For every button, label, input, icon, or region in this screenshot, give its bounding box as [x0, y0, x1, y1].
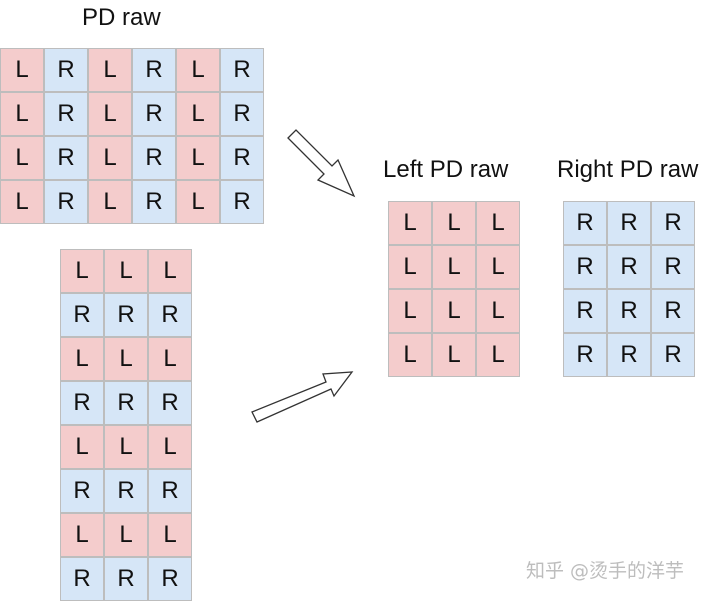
grid-cell: L [104, 513, 148, 557]
grid-cell: L [0, 180, 44, 224]
grid-cell: L [176, 180, 220, 224]
grid-cell: L [388, 245, 432, 289]
grid-cell: L [88, 136, 132, 180]
grid-cell: L [60, 513, 104, 557]
grid-cell: L [148, 249, 192, 293]
grid-cell: L [432, 333, 476, 377]
grid-cell: R [651, 201, 695, 245]
grid-cell: L [432, 245, 476, 289]
grid-cell: L [432, 201, 476, 245]
grid-cell: R [220, 180, 264, 224]
grid-cell: R [651, 333, 695, 377]
grid-cell: L [476, 289, 520, 333]
grid-cell: L [104, 249, 148, 293]
grid-cell: L [104, 425, 148, 469]
grid-cell: L [176, 92, 220, 136]
grid-cell: R [60, 293, 104, 337]
grid-cell: L [476, 201, 520, 245]
grid-cell: L [60, 425, 104, 469]
grid-cell: R [44, 136, 88, 180]
grid-cell: R [563, 289, 607, 333]
grid-cell: R [563, 245, 607, 289]
grid-cell: R [44, 92, 88, 136]
grid-cell: R [607, 333, 651, 377]
grid-cell: L [60, 337, 104, 381]
grid-cell: R [60, 557, 104, 601]
grid-cell: R [60, 469, 104, 513]
grid-cell: L [148, 425, 192, 469]
grid-cell: R [220, 92, 264, 136]
pd-raw-title: PD raw [82, 4, 161, 31]
arrow-up-right-icon [251, 371, 354, 423]
left-pd-raw-title: Left PD raw [383, 156, 509, 183]
grid-cell: L [0, 92, 44, 136]
grid-cell: R [220, 136, 264, 180]
grid-cell: R [607, 201, 651, 245]
grid-cell: R [607, 289, 651, 333]
grid-cell: L [88, 180, 132, 224]
grid-cell: R [60, 381, 104, 425]
grid-cell: L [60, 249, 104, 293]
grid-cell: L [388, 201, 432, 245]
grid-cell: R [651, 289, 695, 333]
grid-cell: R [44, 180, 88, 224]
grid-cell: R [132, 92, 176, 136]
grid-cell: R [104, 469, 148, 513]
grid-cell: R [104, 293, 148, 337]
grid-cell: L [104, 337, 148, 381]
grid-cell: L [148, 337, 192, 381]
grid-cell: L [88, 92, 132, 136]
grid-cell: R [651, 245, 695, 289]
arrow-down-right-icon [287, 129, 356, 198]
grid-cell: R [563, 333, 607, 377]
grid-cell: R [148, 469, 192, 513]
grid-cell: R [148, 557, 192, 601]
grid-cell: L [176, 136, 220, 180]
grid-cell: L [148, 513, 192, 557]
grid-cell: L [476, 245, 520, 289]
grid-cell: L [176, 48, 220, 92]
grid-cell: R [104, 557, 148, 601]
grid-cell: R [148, 381, 192, 425]
grid-cell: R [132, 48, 176, 92]
grid-cell: R [132, 180, 176, 224]
grid-cell: L [88, 48, 132, 92]
grid-cell: L [388, 333, 432, 377]
grid-cell: L [432, 289, 476, 333]
grid-cell: R [563, 201, 607, 245]
grid-cell: R [607, 245, 651, 289]
grid-cell: R [132, 136, 176, 180]
right-pd-raw-title: Right PD raw [557, 156, 699, 183]
grid-cell: R [148, 293, 192, 337]
grid-cell: L [476, 333, 520, 377]
grid-cell: L [0, 136, 44, 180]
grid-cell: R [220, 48, 264, 92]
grid-cell: R [104, 381, 148, 425]
watermark-text: 知乎 @烫手的洋芋 [526, 560, 685, 582]
grid-cell: R [44, 48, 88, 92]
grid-cell: L [0, 48, 44, 92]
grid-cell: L [388, 289, 432, 333]
